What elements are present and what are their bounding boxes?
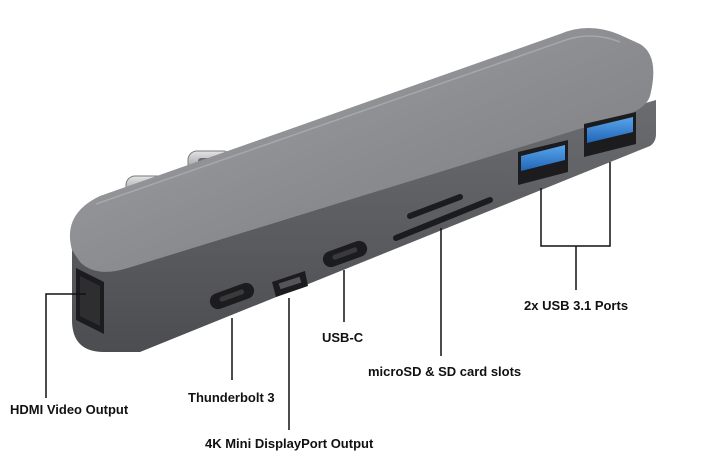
hub-side-face	[72, 100, 656, 352]
sd-card-slot	[393, 197, 493, 241]
label-usb-c: USB-C	[322, 330, 364, 345]
leader-lines	[45, 162, 611, 430]
leader-hdmi	[45, 293, 86, 398]
label-thunderbolt-3: Thunderbolt 3	[188, 390, 275, 405]
thunderbolt-3-port	[209, 282, 255, 310]
usb-c-port	[322, 240, 368, 268]
hub-top-face	[69, 28, 654, 272]
microsd-slot	[407, 194, 463, 219]
label-4k-mini-displayport-output: 4K Mini DisplayPort Output	[205, 436, 374, 451]
usb-3-1-port-right	[584, 112, 636, 157]
hdmi-port	[76, 268, 104, 334]
label-microsd-sd-card-slots: microSD & SD card slots	[368, 364, 522, 379]
leader-usb31	[540, 162, 611, 290]
label-2x-usb-3-1-ports: 2x USB 3.1 Ports	[524, 298, 629, 313]
usb-3-1-port-left	[518, 140, 568, 185]
mini-displayport-port	[272, 271, 308, 297]
label-hdmi-video-output: HDMI Video Output	[10, 402, 129, 417]
